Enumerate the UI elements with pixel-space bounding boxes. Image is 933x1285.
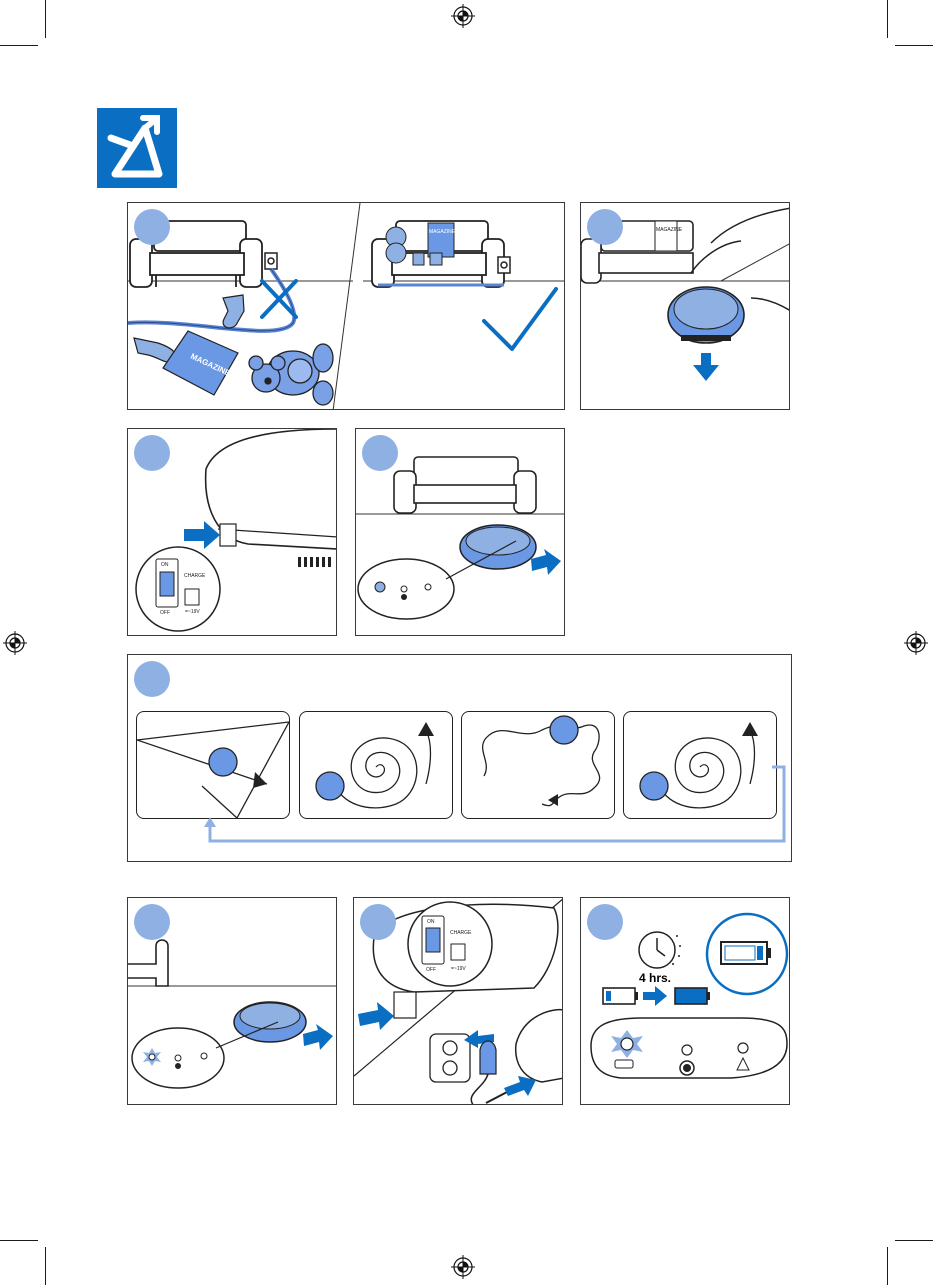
step-charging-time: 4 hrs. (580, 897, 790, 1105)
svg-text:OFF: OFF (160, 610, 170, 616)
power-switch-icon (425, 927, 441, 953)
step-stop-cleaning (127, 897, 337, 1105)
step-switch-on: ON OFF CHARGE =~19V (127, 428, 337, 636)
wall-outlet-icon (429, 1033, 471, 1083)
battery-full-icon (720, 941, 771, 965)
arrow-right-icon (531, 549, 561, 575)
step-marker (362, 435, 398, 471)
battery-empty-icon (602, 987, 638, 1005)
sofa-left (129, 220, 263, 288)
pattern-wall-follow (461, 711, 615, 819)
step-marker (360, 904, 396, 940)
wall-socket (497, 256, 511, 274)
step-marker (134, 904, 170, 940)
step-marker (134, 209, 170, 245)
arrow-right-icon (504, 1076, 536, 1096)
crop-mark (887, 0, 888, 38)
control-panel-zoom (131, 1027, 225, 1089)
step-marker (134, 661, 170, 697)
svg-text:OFF: OFF (426, 967, 436, 973)
robot-vacuum-icon (459, 524, 537, 570)
warning-icon (736, 1056, 750, 1071)
prepare-room-illustration: MAGAZINE MAGAZINE (128, 203, 564, 409)
place-robot-illustration: MAGAZINE (581, 207, 789, 381)
step-marker (587, 209, 623, 245)
switch-on-illustration: ON OFF CHARGE =~19V (135, 429, 336, 632)
arrow-right-icon (643, 986, 667, 1006)
pattern-spiral-repeat (623, 711, 777, 819)
power-switch-icon (159, 571, 175, 597)
registration-mark-right (904, 631, 928, 655)
registration-mark-left (3, 631, 27, 655)
crop-mark (895, 1240, 933, 1241)
clock-icon (638, 931, 681, 969)
press-start-illustration (356, 456, 564, 620)
crop-mark (887, 1247, 888, 1285)
connect-charger-illustration: ON OFF CHARGE =~19V (354, 898, 562, 1104)
svg-text:=~19V: =~19V (185, 609, 200, 615)
step-connect-charger: ON OFF CHARGE =~19V (353, 897, 563, 1105)
crop-mark (895, 45, 933, 46)
magazine-small-icon: MAGAZINE (427, 222, 456, 258)
control-panel-zoom (357, 558, 455, 620)
step-press-start (355, 428, 565, 636)
battery-charged-icon (674, 987, 710, 1005)
start-button-icon (374, 581, 386, 593)
svg-text:MAGAZINE: MAGAZINE (429, 229, 456, 235)
correct-check-icon (482, 287, 558, 351)
step-marker (587, 904, 623, 940)
pattern-random (136, 711, 290, 819)
switch-zoom-circle (407, 901, 493, 987)
svg-text:CHARGE: CHARGE (450, 930, 472, 936)
arrow-right-icon (358, 1002, 394, 1030)
crop-mark (0, 1240, 38, 1241)
robot-vacuum-icon (667, 286, 745, 344)
arrow-left-icon (464, 1030, 494, 1048)
registration-mark-bottom (451, 1255, 475, 1279)
robot-vacuum-icon (233, 1001, 307, 1043)
svg-text:=~19V: =~19V (451, 966, 466, 972)
teddy-bear-icon (248, 343, 334, 406)
charging-time-illustration: 4 hrs. (590, 912, 789, 1079)
control-panel-outline (590, 1017, 788, 1079)
stop-cleaning-illustration (128, 939, 336, 1089)
wall-socket (264, 252, 278, 270)
arrow-right-icon (184, 521, 220, 549)
sock-icon (133, 294, 245, 363)
arrow-down-icon (693, 353, 719, 381)
teddy-bear-small-icon (385, 226, 407, 264)
wrong-cross-icon (260, 279, 298, 319)
step-place-robot: MAGAZINE (580, 202, 790, 410)
pattern-spiral (299, 711, 453, 819)
robot-vacuum-brand-icon (107, 115, 163, 178)
svg-text:ON: ON (161, 562, 169, 568)
charge-time-label: 4 hrs. (639, 971, 671, 985)
svg-text:ON: ON (427, 919, 435, 925)
power-adapter-icon (479, 1040, 497, 1075)
crop-mark (45, 1247, 46, 1285)
svg-text:CHARGE: CHARGE (184, 573, 206, 579)
step-prepare-room: MAGAZINE MAGAZINE (127, 202, 565, 410)
magazine-icon: MAGAZINE (162, 330, 239, 396)
step-cleaning-patterns (127, 654, 792, 862)
crop-mark (45, 0, 46, 38)
crop-mark (0, 45, 38, 46)
svg-text:MAGAZINE: MAGAZINE (656, 227, 683, 233)
registration-mark-top (451, 4, 475, 28)
brand-logo (97, 108, 177, 188)
step-marker (134, 435, 170, 471)
charge-indicator-light (620, 1037, 634, 1051)
arrow-right-icon (303, 1024, 333, 1050)
